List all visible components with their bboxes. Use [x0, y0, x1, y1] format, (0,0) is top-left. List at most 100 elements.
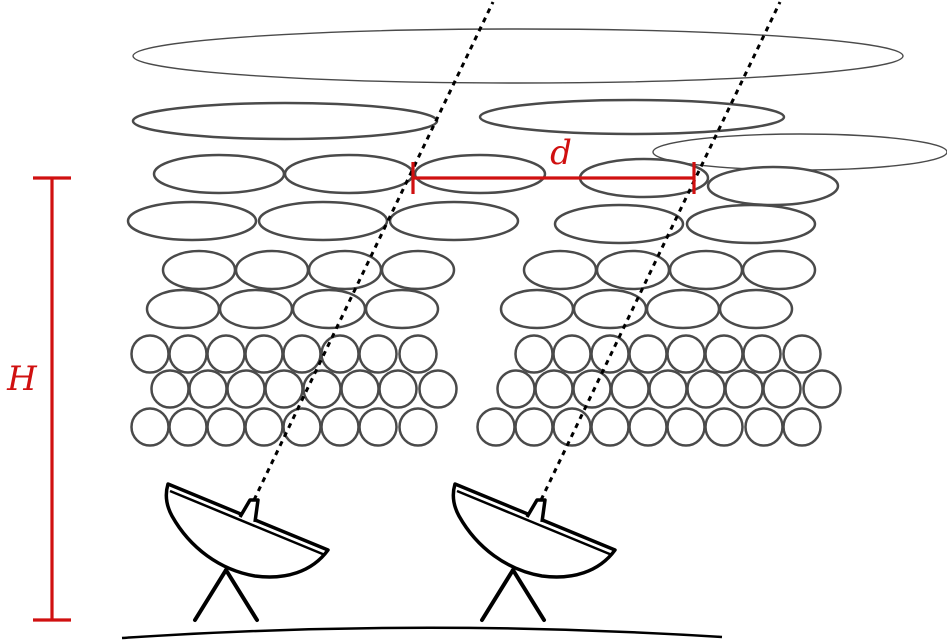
turbulence-eddy	[666, 407, 706, 447]
turbulence-layers	[126, 28, 947, 447]
turbulence-eddy	[307, 249, 383, 291]
turbulence-eddy	[358, 407, 398, 447]
turbulence-eddy	[244, 407, 284, 447]
turbulence-eddy	[478, 98, 786, 136]
turbulence-eddy	[320, 334, 360, 374]
antenna-right	[451, 482, 617, 622]
turbulence-eddy	[704, 407, 744, 447]
turbulence-eddy	[152, 153, 286, 195]
antenna-dish-rim	[456, 489, 613, 557]
turbulence-eddy	[686, 369, 726, 409]
lines-of-sight	[252, 1, 782, 501]
turbulence-eddy	[130, 407, 170, 447]
turbulence-eddy	[552, 407, 592, 447]
turbulence-eddy	[522, 249, 598, 291]
turbulence-eddy	[283, 153, 415, 195]
turbulence-eddy	[282, 334, 322, 374]
turbulence-eddy	[628, 407, 668, 447]
antenna-feed	[238, 498, 260, 523]
turbulence-eddy	[413, 153, 547, 195]
line-of-sight-right	[539, 1, 782, 501]
turbulence-layer-2	[131, 98, 947, 171]
antenna-dish-rim	[169, 489, 326, 557]
separation-annotation: d	[411, 133, 696, 194]
turbulence-eddy	[610, 369, 650, 409]
turbulence-layer-5	[161, 249, 817, 291]
line-of-sight-left	[252, 1, 495, 501]
turbulence-eddy	[398, 334, 438, 374]
turbulence-eddy	[234, 249, 310, 291]
turbulence-eddy	[514, 407, 554, 447]
turbulence-eddy	[257, 200, 389, 242]
turbulence-eddy	[742, 334, 782, 374]
turbulence-eddy	[553, 203, 685, 245]
turbulence-eddy	[762, 369, 802, 409]
turbulence-eddy	[666, 334, 706, 374]
turbulence-eddy	[628, 334, 668, 374]
turbulence-eddy	[590, 407, 630, 447]
turbulence-eddy	[378, 369, 418, 409]
turbulence-eddy	[802, 369, 842, 409]
turbulence-eddy	[552, 334, 592, 374]
turbulence-eddy	[685, 203, 817, 245]
turbulence-eddy	[132, 28, 904, 84]
turbulence-eddy	[704, 334, 744, 374]
turbulence-eddy	[398, 407, 438, 447]
turbulence-layer-4	[126, 200, 817, 245]
turbulence-eddy	[652, 133, 947, 171]
turbulence-eddy	[782, 334, 822, 374]
turbulence-eddy	[514, 334, 554, 374]
height-label: H	[6, 359, 38, 399]
turbulence-eddy	[744, 407, 784, 447]
turbulence-eddy	[668, 249, 744, 291]
turbulence-eddy	[706, 165, 840, 207]
turbulence-eddy	[131, 101, 439, 141]
turbulence-eddy	[226, 369, 266, 409]
turbulence-eddy	[572, 288, 648, 330]
turbulence-eddy	[206, 334, 246, 374]
turbulence-eddy	[364, 288, 440, 330]
turbulence-eddy	[572, 369, 612, 409]
antenna-dish	[164, 482, 330, 579]
turbulence-eddy	[782, 407, 822, 447]
antenna-dish	[451, 482, 617, 579]
turbulence-eddy	[145, 288, 221, 330]
turbulence-eddy	[645, 288, 721, 330]
antenna-leg-right	[224, 568, 259, 622]
antenna-left	[164, 482, 330, 622]
turbulence-layer-7	[130, 334, 822, 374]
antenna-leg-left	[480, 568, 515, 622]
turbulence-eddy	[340, 369, 380, 409]
turbulence-eddy	[161, 249, 237, 291]
turbulence-eddy	[724, 369, 764, 409]
turbulence-layer-9	[130, 407, 822, 447]
turbulence-layer-3	[152, 153, 840, 207]
ground-surface	[121, 626, 723, 640]
turbulence-eddy	[130, 334, 170, 374]
turbulence-eddy	[264, 369, 304, 409]
turbulence-eddy	[218, 288, 294, 330]
turbulence-layer-8	[150, 369, 842, 409]
turbulence-eddy	[499, 288, 575, 330]
turbulence-layer-1	[132, 28, 904, 84]
antenna-leg-right	[511, 568, 546, 622]
turbulence-eddy	[320, 407, 360, 447]
turbulence-eddy	[496, 369, 536, 409]
turbulence-eddy	[206, 407, 246, 447]
turbulence-eddy	[150, 369, 190, 409]
turbulence-eddy	[302, 369, 342, 409]
turbulence-eddy	[476, 407, 516, 447]
turbulence-eddy	[388, 200, 520, 242]
turbulence-eddy	[168, 334, 208, 374]
turbulence-eddy	[418, 369, 458, 409]
turbulence-eddy	[358, 334, 398, 374]
turbulence-eddy	[244, 334, 284, 374]
turbulence-eddy	[188, 369, 228, 409]
turbulence-eddy	[126, 200, 258, 242]
height-annotation: H	[6, 176, 71, 622]
turbulence-eddy	[380, 249, 456, 291]
antenna-leg-left	[193, 568, 228, 622]
turbulence-eddy	[648, 369, 688, 409]
turbulence-eddy	[534, 369, 574, 409]
